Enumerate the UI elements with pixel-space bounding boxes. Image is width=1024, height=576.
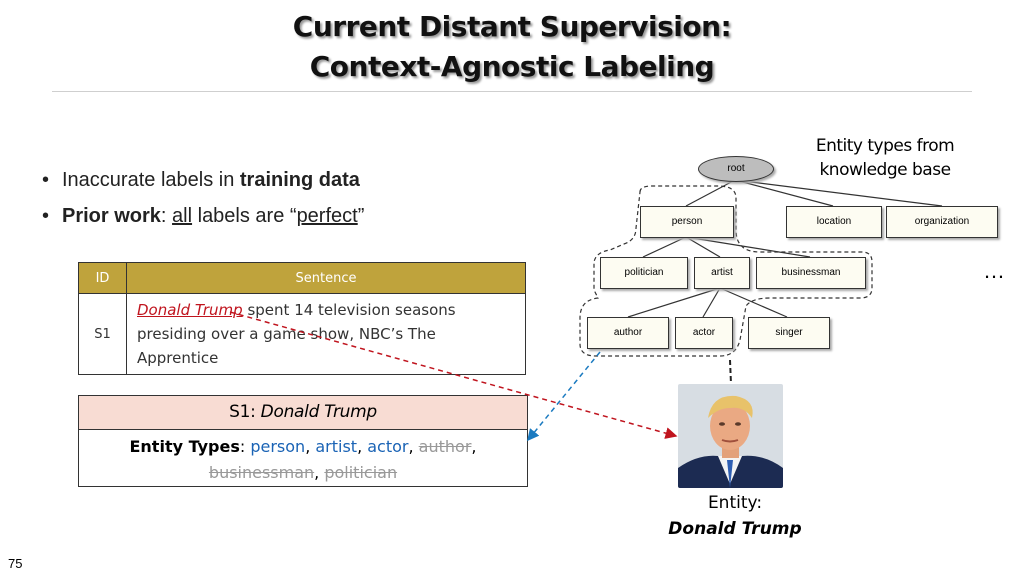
type-actor: actor (367, 437, 409, 456)
s1-entity-types: Entity Types: person, artist, actor, aut… (129, 437, 477, 482)
s1-label-header: S1: Donald Trump (79, 396, 527, 430)
slide-title-line2: Context-Agnostic Labeling (309, 50, 715, 83)
entity-name: Donald Trump (668, 519, 802, 539)
s1-label-box: S1: Donald Trump Entity Types: person, a… (78, 395, 528, 487)
tree-node-location: location (786, 206, 882, 238)
tree-node-businessman: businessman (756, 257, 866, 289)
column-header-id: ID (78, 262, 127, 294)
more-types-ellipsis: … (983, 258, 1005, 283)
sentence-table: ID Sentence S1 Donald Trump spent 14 tel… (78, 262, 526, 375)
type-artist: artist (315, 437, 358, 456)
type-politician: politician (324, 463, 398, 482)
type-businessman: businessman (208, 463, 315, 482)
entity-photo (678, 384, 783, 488)
kb-label: Entity types from knowledge base (815, 136, 955, 180)
selected-types-outline (579, 185, 873, 357)
entity-mention: Donald Trump (137, 301, 243, 319)
title-divider (52, 91, 972, 92)
bullet-inaccurate-labels: •Inaccurate labels in training data (42, 169, 360, 191)
tree-node-person: person (640, 206, 734, 238)
bullet-prior-work: •Prior work: all labels are “perfect” (42, 205, 365, 227)
page-number: 75 (8, 556, 23, 571)
row-sentence: Donald Trump spent 14 television seasons… (126, 293, 526, 375)
tree-node-root: root (698, 156, 774, 182)
tree-edges (627, 179, 943, 318)
tree-node-singer: singer (748, 317, 830, 349)
bullet-dot: • (42, 169, 50, 191)
tree-node-author: author (587, 317, 669, 349)
tree-node-politician: politician (600, 257, 688, 289)
bullet-dot: • (42, 205, 50, 227)
entity-label: Entity: Donald Trump (668, 493, 802, 539)
tree-node-organization: organization (886, 206, 998, 238)
tree-node-artist: artist (694, 257, 750, 289)
type-author: author (418, 437, 472, 456)
row-id: S1 (78, 293, 127, 375)
type-person: person (250, 437, 306, 456)
slide-title-line1: Current Distant Supervision: (292, 10, 732, 43)
table-row: S1 Donald Trump spent 14 television seas… (78, 293, 526, 375)
types-to-label-arrow (527, 351, 601, 442)
tree-node-actor: actor (675, 317, 733, 349)
